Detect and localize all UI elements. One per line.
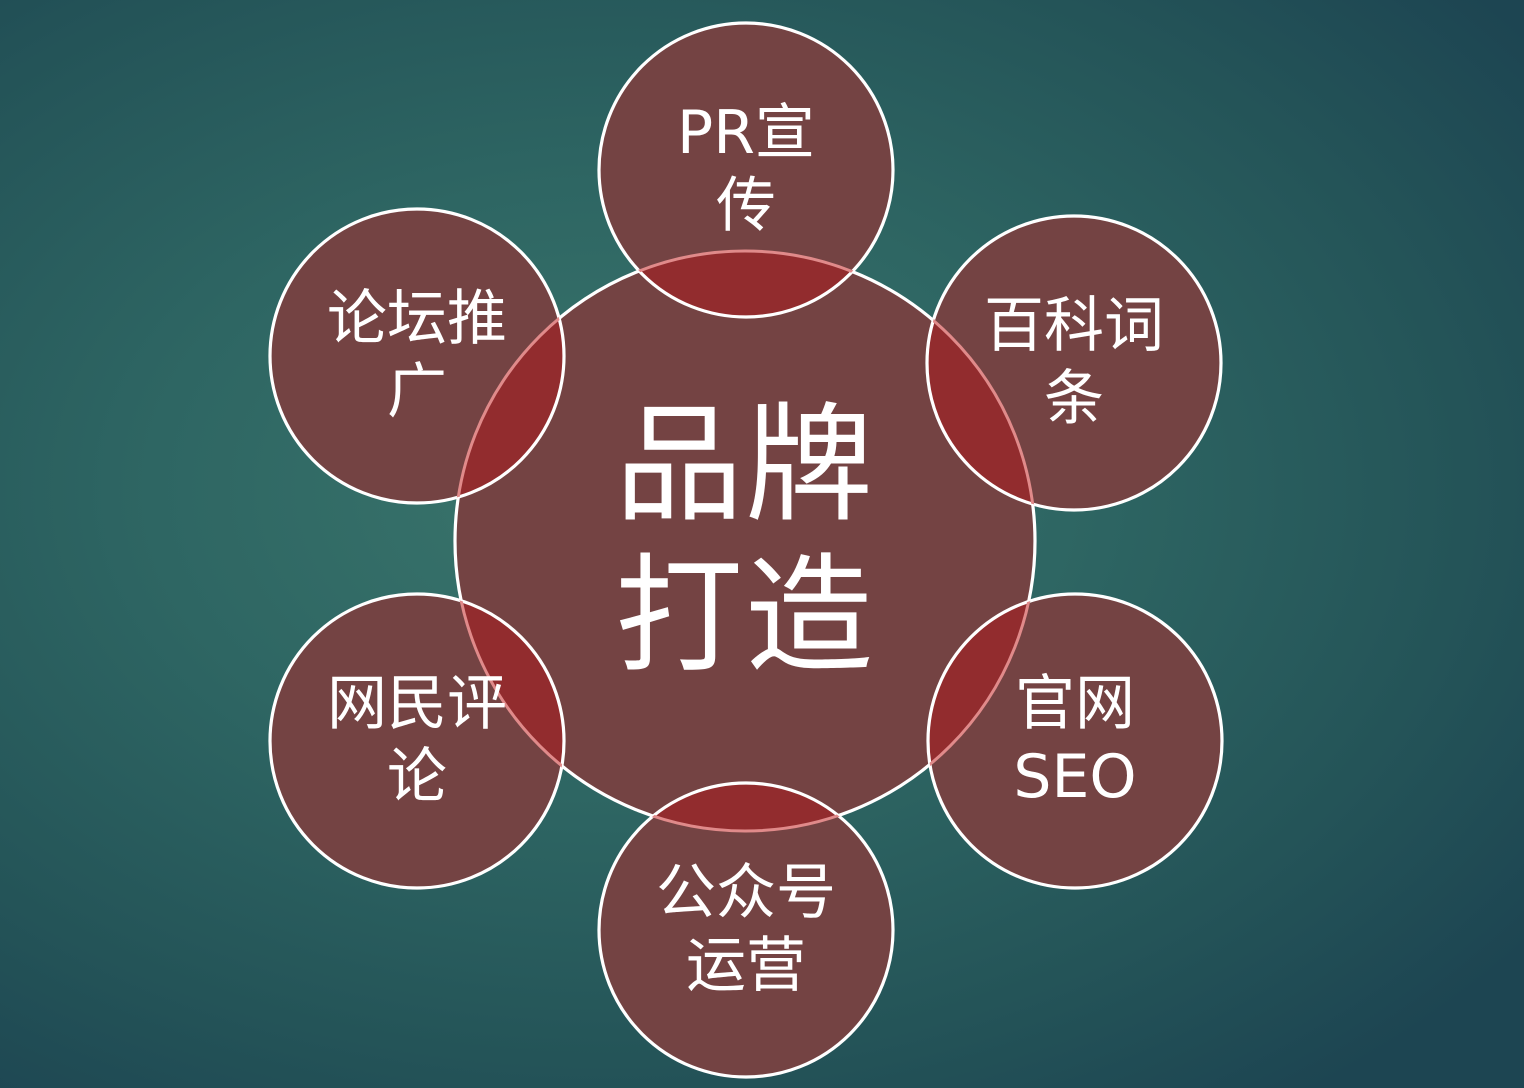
node-circle-wechat bbox=[599, 783, 893, 1077]
node-outline-forum bbox=[268, 207, 566, 505]
node-outline-review bbox=[268, 592, 566, 890]
stroke-layer bbox=[268, 21, 1224, 1079]
node-outline-wechat bbox=[597, 781, 895, 1079]
node-outline-baike bbox=[925, 214, 1223, 512]
center-circle-layer bbox=[455, 251, 1035, 831]
center-outline-overlap bbox=[453, 249, 1037, 833]
node-outline-pr bbox=[597, 21, 895, 319]
node-circle-pr bbox=[599, 23, 893, 317]
center-circle bbox=[455, 251, 1035, 831]
node-outline-seo bbox=[926, 592, 1224, 890]
